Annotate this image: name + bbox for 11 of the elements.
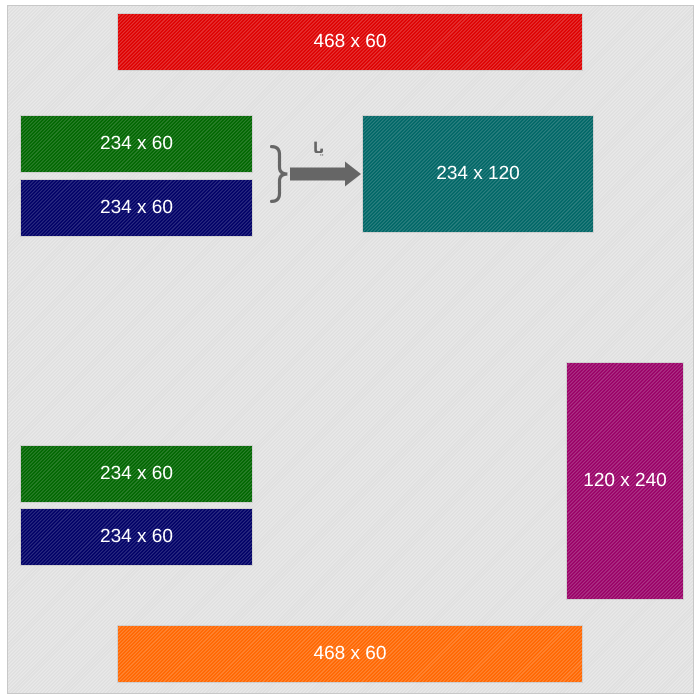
banner-box: 234 x 60: [20, 508, 253, 566]
curly-brace: [270, 145, 289, 203]
banner-box: 234 x 60: [20, 445, 253, 503]
banner-box: 120 x 240: [566, 362, 684, 600]
banner-box: 234 x 60: [20, 179, 253, 237]
edge-label: یا: [313, 140, 324, 156]
banner-box: 234 x 120: [362, 115, 594, 233]
banner-box: 234 x 60: [20, 115, 253, 173]
arrow: [290, 162, 361, 186]
banner-box: 468 x 60: [117, 625, 583, 683]
banner-box: 468 x 60: [117, 13, 583, 71]
